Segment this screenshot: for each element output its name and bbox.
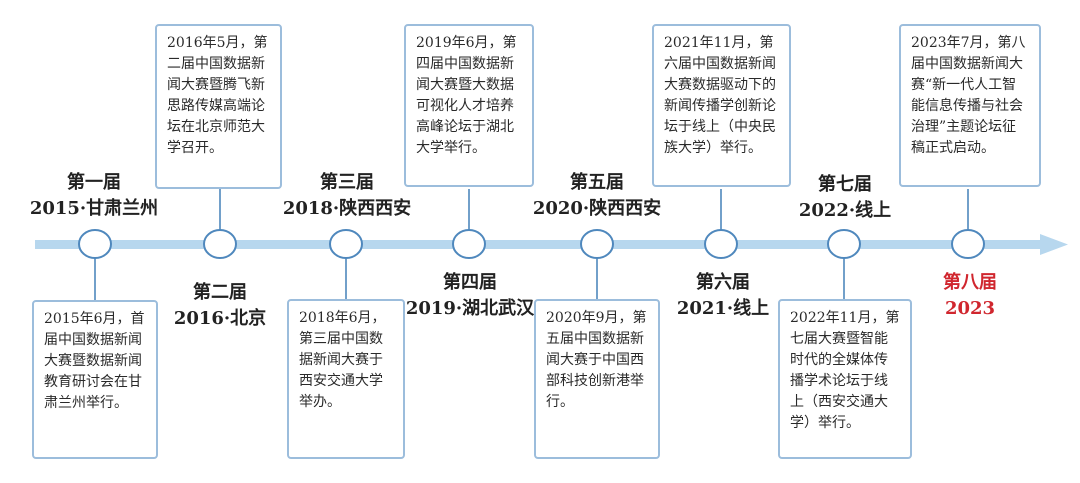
edition-label: 第一届 — [67, 172, 121, 193]
timeline-axis — [35, 240, 1045, 249]
event-label-7: 第七届 2022·线上 — [765, 172, 925, 224]
edition-label: 第八届 — [943, 272, 997, 293]
year-place-label: 2015·甘肃兰州 — [29, 198, 159, 219]
edition-label: 第三届 — [320, 172, 374, 193]
event-description: 2022年11月，第七届大赛暨智能时代的全媒体传播学术论坛于线上（西安交通大学）… — [790, 310, 900, 431]
event-box-6: 2021年11月，第六届中国数据新闻大赛数据驱动下的新闻传播学创新论坛于线上（中… — [652, 24, 791, 187]
year-place-label: 2020·陕西西安 — [532, 198, 662, 219]
event-box-3: 2018年6月，第三届中国数据新闻大赛于西安交通大学举办。 — [287, 299, 405, 459]
edition-label: 第四届 — [443, 272, 497, 293]
event-description: 2019年6月，第四届中国数据新闻大赛暨大数据可视化人才培养高峰论坛于湖北大学举… — [416, 35, 517, 156]
event-description: 2018年6月，第三届中国数据新闻大赛于西安交通大学举办。 — [299, 310, 386, 410]
event-box-1: 2015年6月，首届中国数据新闻大赛暨数据新闻教育研讨会在甘肃兰州举行。 — [32, 300, 158, 459]
edition-label: 第二届 — [193, 282, 247, 303]
timeline-node — [452, 229, 486, 259]
event-box-4: 2019年6月，第四届中国数据新闻大赛暨大数据可视化人才培养高峰论坛于湖北大学举… — [404, 24, 534, 187]
timeline-node — [203, 229, 237, 259]
year-place-label: 2016·北京 — [173, 308, 267, 329]
timeline-node — [704, 229, 738, 259]
event-label-6: 第六届 2021·线上 — [643, 270, 803, 322]
event-box-2: 2016年5月，第二届中国数据新闻大赛暨腾飞新思路传媒高端论坛在北京师范大学召开… — [155, 24, 282, 189]
year-place-label: 2019·湖北武汉 — [405, 298, 535, 319]
timeline-node — [78, 229, 112, 259]
event-label-3: 第三届 2018·陕西西安 — [267, 170, 427, 222]
timeline-node — [827, 229, 861, 259]
timeline-node — [951, 229, 985, 259]
event-label-5: 第五届 2020·陕西西安 — [517, 170, 677, 222]
timeline-node — [580, 229, 614, 259]
event-description: 2020年9月，第五届中国数据新闻大赛于中国西部科技创新港举行。 — [546, 310, 647, 410]
event-label-4: 第四届 2019·湖北武汉 — [390, 270, 550, 322]
event-box-7: 2022年11月，第七届大赛暨智能时代的全媒体传播学术论坛于线上（西安交通大学）… — [778, 299, 912, 459]
edition-label: 第七届 — [818, 174, 872, 195]
year-place-label: 2023 — [944, 298, 996, 319]
edition-label: 第五届 — [570, 172, 624, 193]
event-box-8: 2023年7月，第八届中国数据新闻大赛“新一代人工智能信息传播与社会治理”主题论… — [899, 24, 1041, 187]
year-place-label: 2018·陕西西安 — [282, 198, 412, 219]
event-label-2: 第二届 2016·北京 — [140, 280, 300, 332]
event-label-1: 第一届 2015·甘肃兰州 — [14, 170, 174, 222]
event-description: 2015年6月，首届中国数据新闻大赛暨数据新闻教育研讨会在甘肃兰州举行。 — [44, 311, 145, 411]
event-box-5: 2020年9月，第五届中国数据新闻大赛于中国西部科技创新港举行。 — [534, 299, 660, 459]
event-description: 2016年5月，第二届中国数据新闻大赛暨腾飞新思路传媒高端论坛在北京师范大学召开… — [167, 35, 268, 156]
timeline-node — [329, 229, 363, 259]
event-description: 2021年11月，第六届中国数据新闻大赛数据驱动下的新闻传播学创新论坛于线上（中… — [664, 35, 776, 156]
event-label-8: 第八届 2023 — [890, 270, 1050, 322]
event-description: 2023年7月，第八届中国数据新闻大赛“新一代人工智能信息传播与社会治理”主题论… — [911, 35, 1026, 156]
year-place-label: 2022·线上 — [798, 200, 892, 221]
edition-label: 第六届 — [696, 272, 750, 293]
timeline-arrow-head — [1040, 234, 1068, 255]
year-place-label: 2021·线上 — [676, 298, 770, 319]
